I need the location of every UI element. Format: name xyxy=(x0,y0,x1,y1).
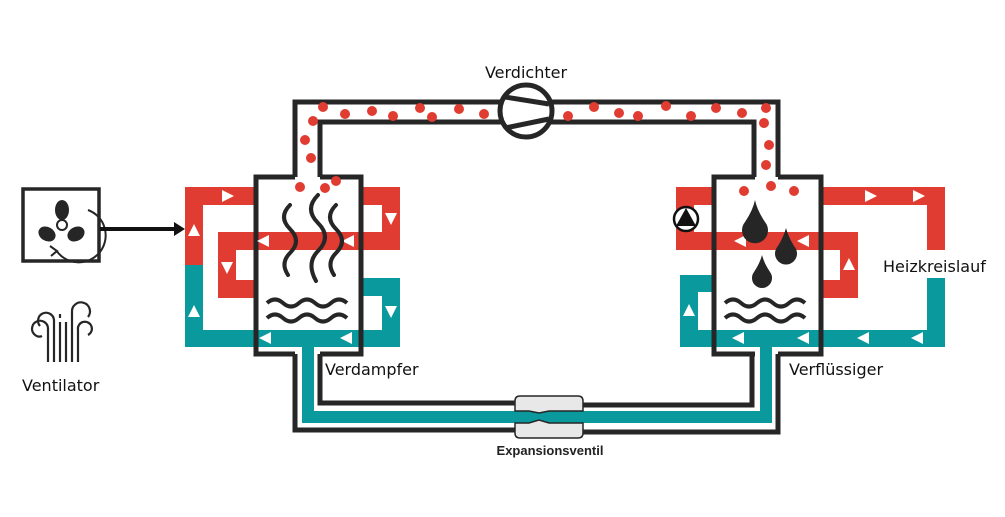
flow-arrows xyxy=(188,190,925,344)
hot-water-pipe xyxy=(676,232,858,250)
refrigerant-dot xyxy=(686,111,696,121)
droplet-icon xyxy=(742,200,797,289)
vapor-icon xyxy=(282,193,344,283)
cold-water-pipe xyxy=(760,347,772,423)
flow-arrow-icon xyxy=(913,190,925,202)
cold-water-pipe xyxy=(927,278,945,347)
refrigerant-dot xyxy=(331,176,341,186)
refrigerant-dot xyxy=(633,111,643,121)
cold-water-pipe xyxy=(363,278,400,296)
refrigerant-outer-bottom-line xyxy=(292,354,781,435)
refrigerant-dot xyxy=(739,186,749,196)
refrigerant-dot xyxy=(318,102,328,112)
cold-water-pipe xyxy=(185,330,400,347)
condenser-label: Verflüssiger xyxy=(789,360,883,379)
flow-arrow-icon xyxy=(683,304,695,316)
flow-arrow-icon xyxy=(385,306,397,318)
refrigerant-dot xyxy=(340,109,350,119)
expansion-valve-icon[interactable] xyxy=(514,395,584,439)
flow-arrow-icon xyxy=(188,224,200,236)
refrigerant-dot xyxy=(589,102,599,112)
flow-arrow-icon xyxy=(222,190,234,202)
flow-arrow-icon xyxy=(734,235,746,247)
flow-arrow-icon xyxy=(257,235,269,247)
flow-arrow-icon xyxy=(732,332,744,344)
refrigerant-dot xyxy=(388,111,398,121)
flow-arrow-icon xyxy=(865,190,877,202)
fan-label: Ventilator xyxy=(22,376,100,395)
refrigerant-dot xyxy=(761,160,771,170)
refrigerant-dot xyxy=(320,183,330,193)
flow-arrow-icon xyxy=(797,332,809,344)
hot-water-pipe xyxy=(218,232,400,250)
refrigerant-dot xyxy=(415,103,425,113)
flow-arrow-icon xyxy=(797,235,809,247)
refrigerant-outer-line xyxy=(292,99,781,177)
pump-icon[interactable] xyxy=(672,205,700,233)
refrigerant-dot xyxy=(367,106,377,116)
cold-water-pipe xyxy=(680,275,713,292)
flow-arrow-icon xyxy=(221,262,233,274)
refrigerant-dot xyxy=(737,108,747,118)
refrigerant-dot xyxy=(766,181,776,191)
hot-water-pipe xyxy=(218,280,255,298)
water-waves-icon xyxy=(265,297,807,324)
flow-arrow-icon xyxy=(911,332,923,344)
flow-arrow-icon xyxy=(857,332,869,344)
flow-arrow-icon xyxy=(342,235,354,247)
refrigerant-circuit xyxy=(253,99,824,435)
refrigerant-dot xyxy=(661,101,671,111)
refrigerant-dot xyxy=(306,153,316,163)
airflow-arrow xyxy=(100,222,185,236)
condenser-housing xyxy=(711,174,824,357)
compressor-icon xyxy=(497,82,555,140)
heating-circuit-label: Heizkreislauf xyxy=(883,257,986,276)
refrigerant-dot xyxy=(789,186,799,196)
refrigerant-dot xyxy=(454,104,464,114)
cold-water-pipe xyxy=(680,330,945,347)
hot-water-pipe xyxy=(927,187,945,250)
refrigerant-dot xyxy=(427,112,437,122)
refrigerant-dot xyxy=(614,108,624,118)
hot-water-pipe xyxy=(822,187,945,205)
refrigerant-dot xyxy=(300,135,310,145)
refrigerant-dot xyxy=(764,140,774,150)
expansion-valve-label: Expansionsventil xyxy=(497,443,604,458)
compressor-label: Verdichter xyxy=(485,63,568,82)
flow-arrow-icon xyxy=(188,305,200,317)
cold-water-pipe xyxy=(302,411,772,423)
refrigerant-dot xyxy=(563,111,573,121)
airflow-icon xyxy=(31,301,93,362)
fan-icon[interactable] xyxy=(21,187,107,264)
refrigerant-dot xyxy=(308,116,318,126)
flow-arrow-icon xyxy=(340,332,352,344)
hot-water-pipe xyxy=(822,280,858,298)
cold-water-pipe xyxy=(302,347,314,417)
flow-arrow-icon xyxy=(843,258,855,270)
refrigerant-inner-bottom-line xyxy=(317,354,755,408)
refrigerant-dot xyxy=(711,103,721,113)
flow-arrow-icon xyxy=(385,213,397,225)
refrigerant-dots xyxy=(295,101,799,196)
refrigerant-dot xyxy=(295,182,305,192)
evaporator-housing xyxy=(253,174,364,357)
refrigerant-inner-line xyxy=(317,119,757,177)
flow-arrow-icon xyxy=(259,332,271,344)
evaporator-label: Verdampfer xyxy=(325,360,419,379)
refrigerant-dot xyxy=(759,118,769,128)
refrigerant-dot xyxy=(761,103,771,113)
refrigerant-dot xyxy=(479,109,489,119)
